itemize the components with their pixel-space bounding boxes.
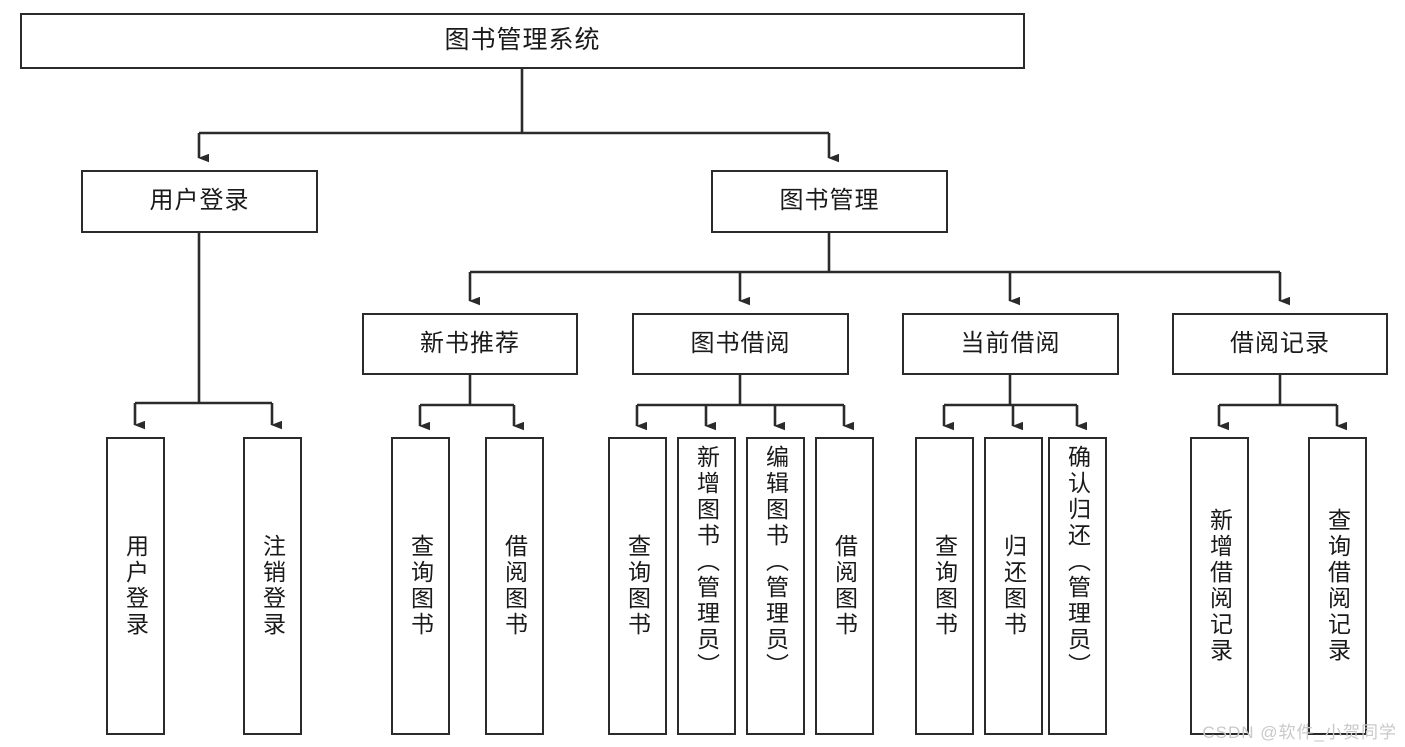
- node-book-manage-label: 图书管理: [779, 187, 880, 215]
- leaf-text-wrap: 借阅图书: [487, 439, 542, 733]
- node-leaf-add-book-admin-label: 新增图书（管理员）: [693, 445, 720, 679]
- leaf-text-wrap: 查询图书: [917, 439, 972, 733]
- node-new-book-recommend-label: 新书推荐: [420, 329, 520, 357]
- node-user-login-label: 用户登录: [149, 187, 250, 215]
- leaf-text-wrap: 归还图书: [986, 439, 1041, 733]
- node-leaf-user-login[interactable]: 用户登录: [106, 437, 165, 735]
- node-book-manage[interactable]: 图书管理: [711, 170, 948, 233]
- node-book-borrow-label: 图书借阅: [690, 329, 791, 357]
- node-leaf-add-borrow-record[interactable]: 新增借阅记录: [1190, 437, 1249, 735]
- node-borrow-record-label: 借阅记录: [1230, 329, 1330, 357]
- node-leaf-edit-book-admin-label: 编辑图书（管理员）: [762, 445, 789, 679]
- node-current-borrow[interactable]: 当前借阅: [902, 313, 1119, 375]
- leaf-text-wrap: 新增借阅记录: [1192, 439, 1247, 733]
- node-leaf-user-login-label: 用户登录: [122, 534, 149, 638]
- node-leaf-edit-book-admin[interactable]: 编辑图书（管理员）: [746, 437, 805, 735]
- node-leaf-borrow-book-2[interactable]: 借阅图书: [815, 437, 874, 735]
- node-leaf-query-borrow-record-label: 查询借阅记录: [1324, 508, 1351, 664]
- csdn-watermark: CSDN @软件_小贺同学: [1202, 723, 1397, 742]
- leaf-text-wrap: 编辑图书（管理员）: [748, 439, 803, 733]
- node-book-borrow[interactable]: 图书借阅: [632, 313, 849, 375]
- leaf-text-wrap: 查询图书: [393, 439, 448, 733]
- node-leaf-confirm-return-admin-label: 确认归还（管理员）: [1064, 445, 1091, 679]
- node-leaf-logout-login-label: 注销登录: [259, 534, 286, 638]
- node-leaf-query-borrow-record[interactable]: 查询借阅记录: [1308, 437, 1367, 735]
- leaf-text-wrap: 注销登录: [245, 439, 300, 733]
- leaf-text-wrap: 查询图书: [610, 439, 665, 733]
- node-leaf-return-book[interactable]: 归还图书: [984, 437, 1043, 735]
- leaf-text-wrap: 用户登录: [108, 439, 163, 733]
- node-new-book-recommend[interactable]: 新书推荐: [362, 313, 578, 375]
- node-borrow-record[interactable]: 借阅记录: [1172, 313, 1388, 375]
- node-leaf-confirm-return-admin[interactable]: 确认归还（管理员）: [1048, 437, 1107, 735]
- node-leaf-query-book-2-label: 查询图书: [624, 534, 651, 638]
- node-leaf-add-borrow-record-label: 新增借阅记录: [1206, 508, 1233, 664]
- node-root[interactable]: 图书管理系统: [20, 13, 1025, 69]
- node-leaf-add-book-admin[interactable]: 新增图书（管理员）: [677, 437, 736, 735]
- leaf-text-wrap: 新增图书（管理员）: [679, 439, 734, 733]
- node-leaf-query-book-3-label: 查询图书: [931, 534, 958, 638]
- node-user-login[interactable]: 用户登录: [81, 170, 318, 233]
- node-leaf-query-book-1-label: 查询图书: [407, 534, 434, 638]
- leaf-text-wrap: 借阅图书: [817, 439, 872, 733]
- node-leaf-query-book-1[interactable]: 查询图书: [391, 437, 450, 735]
- node-current-borrow-label: 当前借阅: [960, 329, 1061, 357]
- node-leaf-logout-login[interactable]: 注销登录: [243, 437, 302, 735]
- node-leaf-borrow-book-2-label: 借阅图书: [831, 534, 858, 638]
- node-leaf-query-book-2[interactable]: 查询图书: [608, 437, 667, 735]
- node-root-label: 图书管理系统: [444, 26, 601, 55]
- leaf-text-wrap: 查询借阅记录: [1310, 439, 1365, 733]
- node-leaf-query-book-3[interactable]: 查询图书: [915, 437, 974, 735]
- node-leaf-return-book-label: 归还图书: [1000, 534, 1027, 638]
- node-leaf-borrow-book-1-label: 借阅图书: [501, 534, 528, 638]
- leaf-text-wrap: 确认归还（管理员）: [1050, 439, 1105, 733]
- node-leaf-borrow-book-1[interactable]: 借阅图书: [485, 437, 544, 735]
